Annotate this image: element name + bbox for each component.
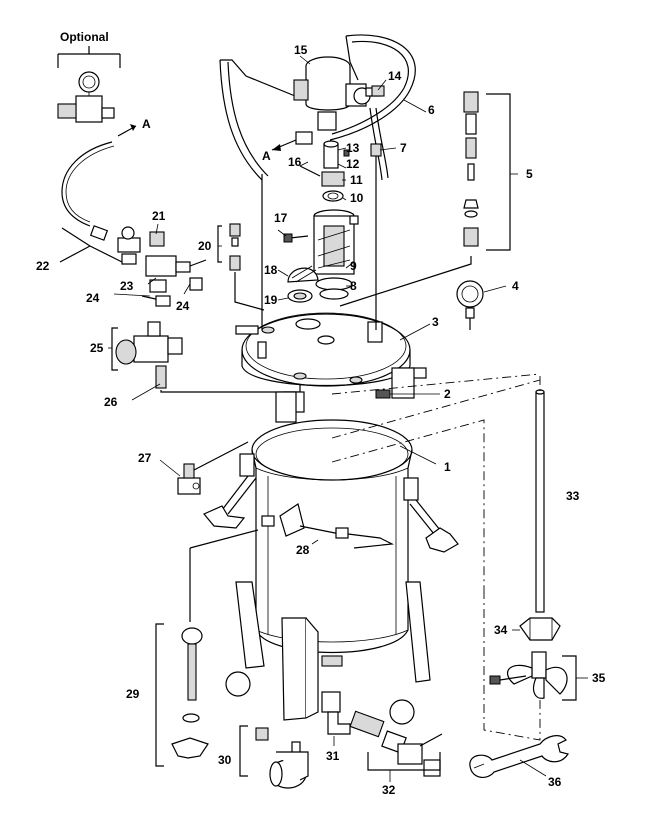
callout-13: 13 [346, 141, 360, 155]
propeller-35 [489, 651, 577, 701]
callout-7: 7 [400, 141, 407, 155]
callout-9: 9 [350, 259, 357, 273]
cap-18 [287, 265, 319, 283]
hook-28 [261, 503, 395, 549]
callout-36: 36 [548, 775, 562, 789]
callout-24b: 24 [176, 299, 190, 313]
callout-3: 3 [432, 315, 439, 329]
callout-28: 28 [296, 543, 310, 557]
callout-27: 27 [138, 451, 152, 465]
regulator-25 [111, 321, 183, 371]
gauge-4 [456, 280, 484, 330]
callout-25: 25 [90, 341, 104, 355]
legs-and-casters [225, 581, 431, 725]
callout-12: 12 [346, 157, 360, 171]
bolt-29 [155, 529, 259, 767]
callout-2: 2 [444, 387, 451, 401]
nut-11 [321, 171, 345, 187]
callout-32: 32 [382, 783, 396, 797]
callout-33: 33 [566, 489, 580, 503]
handle-6 [219, 59, 263, 181]
callout-35: 35 [592, 671, 606, 685]
callout-34: 34 [494, 623, 508, 637]
screw-17 [283, 233, 309, 243]
optional-regulator [57, 71, 115, 123]
callout-19: 19 [264, 293, 278, 307]
callout-10: 10 [350, 191, 364, 205]
arrow-label-top: A [142, 117, 151, 131]
optional-bracket [57, 46, 121, 68]
optional-label: Optional [60, 30, 109, 44]
callout-15: 15 [294, 43, 308, 57]
callout-26: 26 [104, 395, 118, 409]
clamp-2 [375, 389, 391, 399]
callout-16: 16 [288, 155, 302, 169]
callout-21: 21 [152, 209, 166, 223]
arrow-label-middle: A [262, 149, 271, 163]
agitator-housing-9 [313, 209, 359, 300]
callout-18: 18 [264, 263, 278, 277]
arrow-a-top [117, 124, 137, 137]
callout-1: 1 [444, 460, 451, 474]
callout-24: 24 [86, 291, 100, 305]
nut-10 [322, 190, 344, 202]
air-hose [61, 141, 113, 227]
wrench-36 [469, 735, 569, 778]
callout-11: 11 [350, 173, 363, 187]
leader-lines [108, 55, 588, 782]
alignment-lines [331, 373, 541, 741]
valve-32 [349, 710, 443, 777]
valve-assembly [89, 225, 207, 307]
callout-20: 20 [198, 239, 212, 253]
callout-30: 30 [218, 753, 232, 767]
agitator-motor-15 [293, 56, 381, 131]
callout-23: 23 [120, 279, 134, 293]
tank-1 [251, 419, 413, 667]
callout-8: 8 [350, 279, 357, 293]
callout-4: 4 [512, 279, 519, 293]
fitting-27 [177, 463, 201, 495]
callout-29: 29 [126, 687, 140, 701]
callout-6: 6 [428, 103, 435, 117]
shaft-coupling [299, 140, 350, 177]
caster-30 [239, 725, 309, 789]
nut-34 [519, 617, 561, 641]
callout-17: 17 [274, 211, 288, 225]
callout-31: 31 [326, 749, 340, 763]
fitting-20 [217, 223, 265, 311]
callout-14: 14 [388, 69, 402, 83]
rod-assembly-5 [339, 91, 511, 307]
elbow-31 [321, 691, 351, 735]
arrow-a-middle [271, 131, 313, 151]
callout-5: 5 [526, 167, 533, 181]
callout-22: 22 [36, 259, 50, 273]
gasket-19 [287, 289, 313, 303]
agitator-shaft-33 [535, 389, 545, 613]
tank-clamps [203, 367, 459, 553]
